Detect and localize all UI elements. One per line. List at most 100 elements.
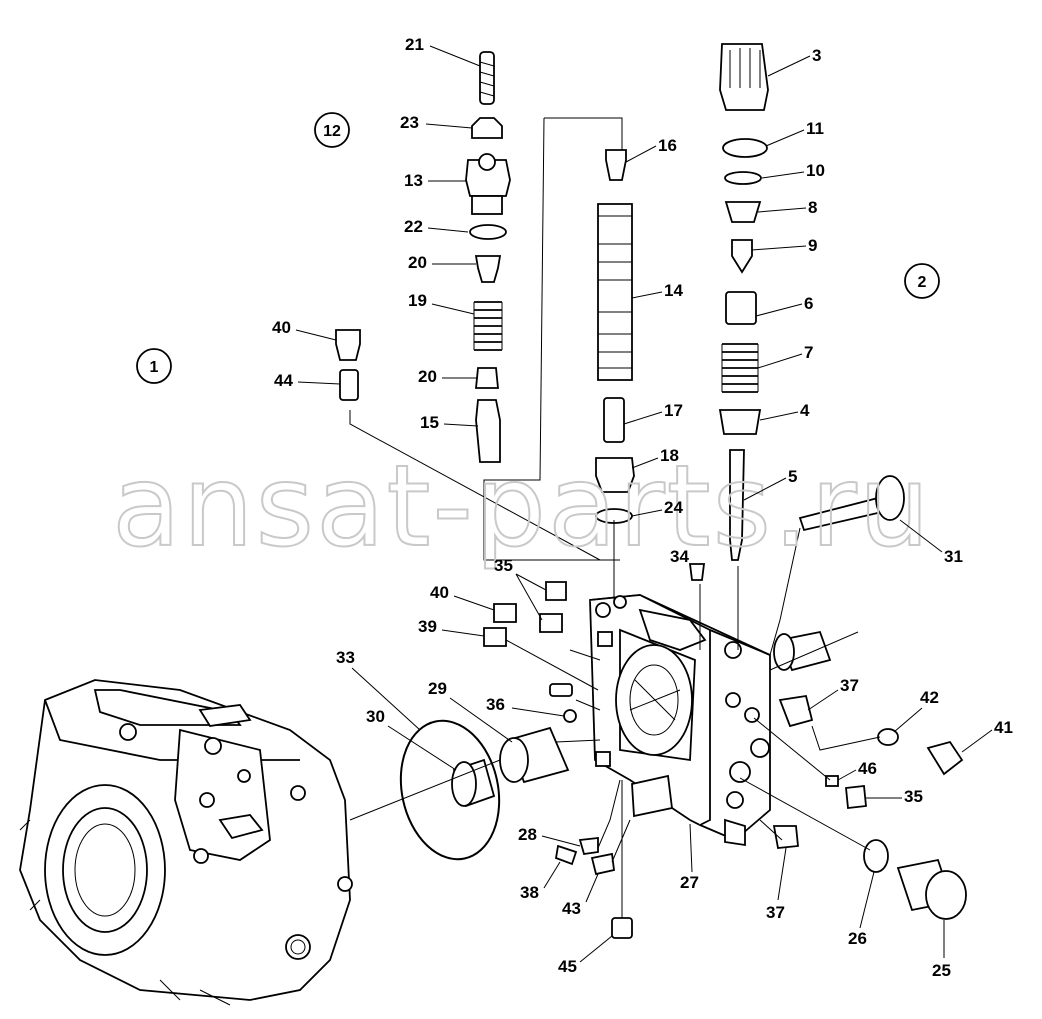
part-29 <box>499 726 570 784</box>
callout-13: 13 <box>404 171 423 190</box>
callouts: 21 23 13 22 20 19 20 15 40 44 16 14 17 1… <box>272 35 1013 980</box>
valve-block <box>589 594 771 847</box>
callout-18: 18 <box>660 446 679 465</box>
part-6 <box>725 291 757 325</box>
callout-36: 36 <box>486 695 505 714</box>
callout-38: 38 <box>520 883 539 902</box>
callout-24: 24 <box>664 498 683 517</box>
part-45 <box>611 917 633 939</box>
part-41 <box>926 740 964 776</box>
section-marker-1: 1 <box>136 348 172 384</box>
callout-26: 26 <box>848 929 867 948</box>
part-14 <box>597 203 633 381</box>
callout-37-a: 37 <box>840 676 859 695</box>
part-17 <box>603 397 625 443</box>
part-3 <box>719 43 769 111</box>
part-8 <box>724 201 762 223</box>
part-13 <box>465 159 511 197</box>
callout-44: 44 <box>274 371 293 390</box>
section-marker-2: 2 <box>904 263 940 299</box>
callout-37-b: 37 <box>766 903 785 922</box>
callout-20: 20 <box>408 253 427 272</box>
part-38 <box>554 844 578 866</box>
part-15 <box>475 399 501 463</box>
part-37-a <box>778 694 814 728</box>
part-16 <box>605 149 627 181</box>
callout-8: 8 <box>808 198 817 217</box>
callout-40-mid: 40 <box>430 583 449 602</box>
part-20a <box>474 255 502 283</box>
callout-9: 9 <box>808 236 817 255</box>
callout-10: 10 <box>806 161 825 180</box>
part-39 <box>483 627 507 647</box>
part-5 <box>729 449 745 561</box>
callout-34: 34 <box>670 547 689 566</box>
callout-35: 35 <box>494 556 513 575</box>
part-40-top <box>335 329 361 361</box>
callout-46: 46 <box>858 759 877 778</box>
part-4 <box>718 409 762 435</box>
callout-41: 41 <box>994 718 1013 737</box>
part-35-a <box>545 581 567 601</box>
callout-11: 11 <box>806 119 824 138</box>
callout-7: 7 <box>804 343 813 362</box>
section-marker-2-label: 2 <box>918 274 927 291</box>
part-43 <box>590 852 615 876</box>
part-36-pin <box>549 683 573 697</box>
part-30 <box>451 758 496 808</box>
pump-housing <box>19 679 353 1006</box>
callout-29: 29 <box>428 679 447 698</box>
part-10 <box>724 171 762 185</box>
part-37-b <box>772 825 799 849</box>
callout-40-top: 40 <box>272 318 291 337</box>
callout-22: 22 <box>404 217 423 236</box>
part-19 <box>473 301 503 351</box>
callout-45: 45 <box>558 957 577 976</box>
part-23 <box>471 117 503 139</box>
callout-15: 15 <box>420 413 439 432</box>
callout-6: 6 <box>804 294 813 313</box>
part-46 <box>825 775 839 787</box>
part-28 <box>578 836 599 856</box>
part-7 <box>721 343 759 393</box>
part-11 <box>722 138 768 158</box>
callout-33: 33 <box>336 648 355 667</box>
callout-25: 25 <box>932 961 951 980</box>
watermark-text: ansat-parts.ru <box>112 442 932 572</box>
callout-28: 28 <box>518 825 537 844</box>
callout-5: 5 <box>788 467 797 486</box>
callout-19: 19 <box>408 291 427 310</box>
assembly-lines <box>349 117 881 918</box>
part-22 <box>469 224 507 240</box>
callout-3: 3 <box>812 46 821 65</box>
section-marker-12: 12 <box>314 112 350 148</box>
callout-43: 43 <box>562 899 581 918</box>
callout-14: 14 <box>664 281 683 300</box>
part-25 <box>896 858 967 920</box>
parts-group-12 <box>335 51 511 463</box>
section-marker-1-label: 1 <box>150 359 159 376</box>
section-marker-12-label: 12 <box>323 123 341 140</box>
part-44 <box>339 369 359 401</box>
callout-35-c: 35 <box>904 787 923 806</box>
part-9 <box>731 239 753 274</box>
part-40-mid <box>493 603 517 623</box>
callout-31: 31 <box>944 547 963 566</box>
small-fittings <box>399 563 967 939</box>
callout-42: 42 <box>920 688 939 707</box>
relief-valve-group <box>718 43 905 561</box>
callout-16: 16 <box>658 136 677 155</box>
part-18 <box>595 457 635 493</box>
part-27 <box>631 774 673 818</box>
part-35-b <box>539 613 563 633</box>
callout-20b: 20 <box>418 367 437 386</box>
part-31 <box>798 475 905 532</box>
callout-21: 21 <box>405 35 424 54</box>
part-33 <box>399 719 501 861</box>
part-36 <box>563 709 577 723</box>
part-35-c <box>845 785 867 809</box>
callout-30: 30 <box>366 707 385 726</box>
callout-23: 23 <box>400 113 419 132</box>
callout-4: 4 <box>800 401 810 420</box>
